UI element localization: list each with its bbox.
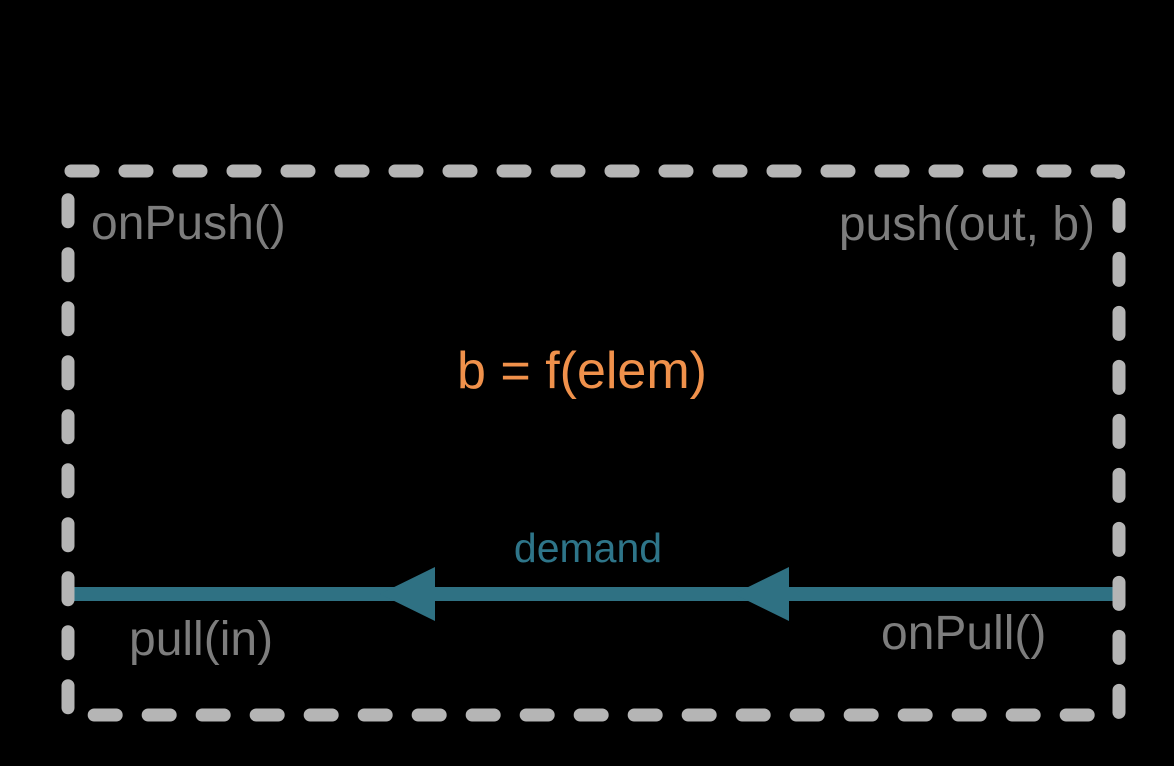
formula-label: b = f(elem) bbox=[457, 342, 707, 400]
onpull-label: onPull() bbox=[881, 607, 1047, 660]
stage-boundary-box bbox=[61, 164, 1126, 722]
push-out-label: push(out, b) bbox=[838, 198, 1095, 251]
onpush-label: onPush() bbox=[91, 197, 286, 250]
demand-arrowhead-right bbox=[734, 567, 789, 621]
demand-arrow bbox=[73, 567, 1117, 621]
demand-label: demand bbox=[513, 525, 663, 571]
demand-arrowhead-left bbox=[380, 567, 435, 621]
pull-in-label: pull(in) bbox=[129, 613, 274, 666]
